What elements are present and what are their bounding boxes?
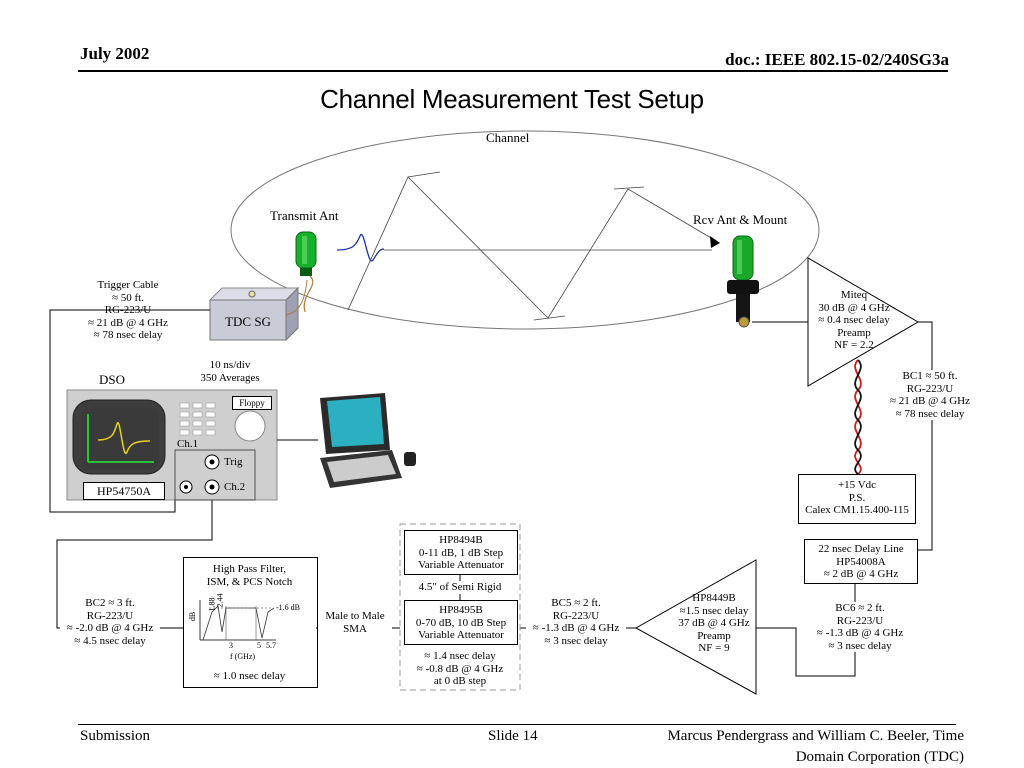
footer-rule [78,724,956,725]
channel-label: Channel [486,130,530,145]
filter-mark-2: 2.44 [215,593,225,608]
bc2-cable-spec: BC2 ≈ 3 ft.RG-223/U ≈ -2.0 dB @ 4 GHz≈ 4… [60,597,160,647]
ch1-label: Ch.1 [177,438,199,450]
bc1-cable-spec: BC1 ≈ 50 ft.RG-223/U ≈ 21 dB @ 4 GHz≈ 78… [880,370,980,420]
filter-level: -1.6 dB [276,603,300,612]
power-wire-black [854,359,862,475]
filter-title: High Pass Filter,ISM, & PCS Notch [206,563,293,588]
laptop-icon [320,393,416,488]
header-doc-id: doc.: IEEE 802.15-02/240SG3a [725,50,949,69]
dso-label: DSO [99,372,126,387]
bc5-cable-spec: BC5 ≈ 2 ft.RG-223/U ≈ -1.3 dB @ 4 GHz≈ 3… [526,597,626,647]
bc6-cable-spec: BC6 ≈ 2 ft.RG-223/U ≈ -1.3 dB @ 4 GHz≈ 3… [810,602,910,652]
header-date: July 2002 [80,44,150,63]
slide-title: Channel Measurement Test Setup [320,84,704,114]
filter-xtick-3: 3 [229,641,233,650]
filter-box [183,557,318,688]
pulse-waveform [336,233,385,262]
filter-xlabel: f (GHz) [230,652,256,661]
filter-delay: ≈ 1.0 nsec delay [213,670,286,682]
filter-ylabel: dB [188,611,198,622]
tdc-sg-generator [208,286,300,342]
tdc-sg-label: TDC SG [225,314,271,329]
transmit-ant-label: Transmit Ant [270,208,339,223]
hp8449b-preamp-triangle [634,559,757,695]
dso-model-label: HP54750A [83,482,165,500]
receive-antenna-icon [727,235,759,328]
trig-label: Trig [224,456,243,468]
header-rule [78,70,948,72]
ch2-label: Ch.2 [224,481,246,493]
channel-ellipse [230,130,820,330]
semi-rigid-label: 4.5" of Semi Rigid [404,581,516,594]
filter-response-plot [199,600,276,641]
footer-slide-number: Slide 14 [488,728,538,744]
trigger-cable-spec: Trigger Cable≈ 50 ft. RG-223/U≈ 21 dB @ … [87,279,169,341]
attenuator-notes: ≈ 1.4 nsec delay≈ -0.8 dB @ 4 GHz at 0 d… [416,650,504,687]
ray-arrowhead [710,236,720,248]
rcv-ant-label: Rcv Ant & Mount [693,212,788,227]
multipath-ray [347,176,719,319]
attenuator-group-outline [399,523,521,691]
filter-xtick-5-7: 5.7 [266,641,276,650]
footer-submission: Submission [80,728,151,744]
floppy-drive: Floppy [232,396,272,410]
filter-xtick-5: 5 [257,641,261,650]
footer-authors: Marcus Pendergrass and William C. Beeler… [667,728,964,765]
transmit-antenna-icon [295,231,317,313]
